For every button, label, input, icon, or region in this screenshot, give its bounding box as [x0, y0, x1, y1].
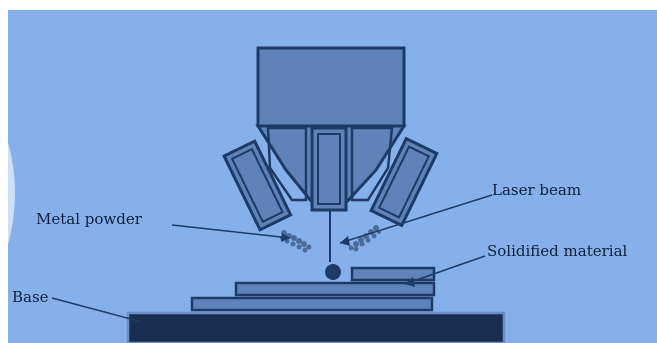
- solidified-layer-middle: [234, 281, 436, 297]
- nozzle-head-block: [256, 46, 406, 128]
- melt-pool: [325, 264, 341, 280]
- metal-powder-arrowhead: [281, 233, 290, 242]
- laser-beam-leader: [339, 194, 493, 244]
- left-powder-stream: [280, 230, 312, 253]
- metal-powder-leader: [171, 224, 291, 239]
- nozzle-taper-right-panel: [350, 126, 394, 202]
- left-edge-arc: [0, 120, 15, 270]
- solidified-layer-bottom: [190, 296, 434, 312]
- laser-beam-label: Laser beam: [492, 181, 582, 199]
- solidified-material-label: Solidified material: [487, 242, 628, 260]
- nozzle-taper-left-panel: [266, 126, 308, 202]
- right-powder-feeder: [369, 136, 439, 228]
- base-plate: [126, 311, 506, 343]
- laser-channel-inner: [317, 133, 341, 205]
- base-label: Base: [12, 288, 49, 306]
- laser-beam-arrowhead: [340, 236, 350, 246]
- metal-powder-label: Metal powder: [36, 210, 142, 228]
- left-powder-feeder: [222, 139, 293, 232]
- solidified-leader: [404, 255, 486, 285]
- solidified-arrowhead: [405, 277, 415, 287]
- base-leader: [51, 297, 143, 323]
